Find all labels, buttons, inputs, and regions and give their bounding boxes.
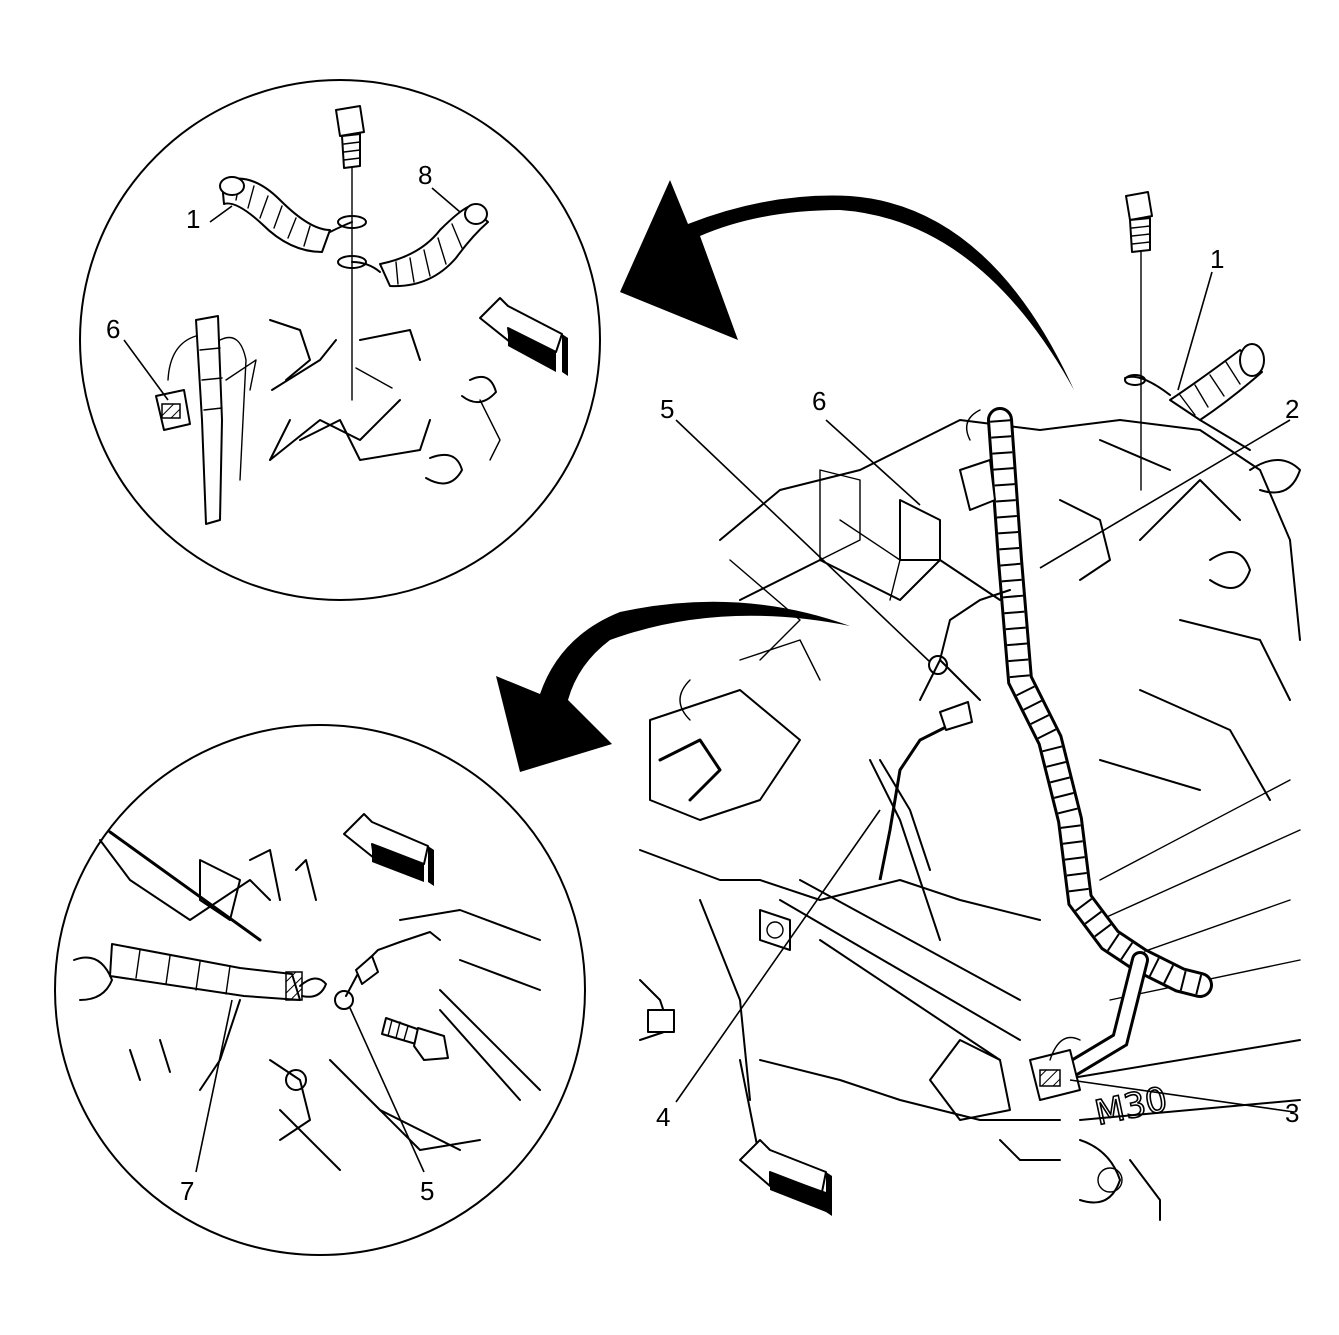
front-arrow-bottom-inset: [343, 813, 434, 886]
ground-strap-7-bottom-inset: [109, 943, 327, 1001]
callout-2-main: 2: [1285, 394, 1299, 424]
curved-arrow-to-bottom-inset: [496, 601, 850, 772]
battery-cable-8-top-inset: [351, 203, 489, 288]
callout-6-top-inset: 6: [106, 314, 120, 344]
top-inset-detail: 1 8 6: [79, 79, 601, 601]
callout-8-top-inset: 8: [418, 160, 432, 190]
callout-5-bottom-inset: 5: [420, 1176, 434, 1206]
curved-arrow-to-top-inset: [620, 180, 1074, 390]
front-arrow-main: [739, 1139, 832, 1216]
battery-cable-1-top-inset: [219, 176, 353, 253]
callout-3-main: 3: [1285, 1098, 1299, 1128]
bolt-top-inset: [335, 105, 367, 401]
engine-lines-top-inset: [269, 319, 501, 485]
ground-wire-5-bottom-inset: [334, 931, 441, 1010]
bottom-inset-detail: 7 5: [54, 724, 586, 1256]
bolt-bottom-inset: [381, 1017, 449, 1061]
ground-strap-cable: [878, 701, 973, 881]
battery-cable-main: [1124, 343, 1265, 421]
callout-5-main: 5: [660, 394, 674, 424]
callout-4-main: 4: [656, 1102, 670, 1132]
main-view: M30 5 6 1 2 3 4: [639, 191, 1301, 1221]
ground-wire-main: [928, 589, 1011, 675]
transmission-body: [639, 419, 1301, 1221]
callout-6-main: 6: [812, 386, 826, 416]
callout-7-bottom-inset: 7: [180, 1176, 194, 1206]
main-wiring-harness: [869, 407, 1213, 1101]
callout-1-top-inset: 1: [186, 204, 200, 234]
front-arrow-top-inset: [479, 297, 568, 376]
harness-top-inset: [155, 315, 257, 525]
bolt-main: [1125, 191, 1153, 491]
callout-1-main: 1: [1210, 244, 1224, 274]
transmission-stamp: M30: [1092, 1080, 1171, 1134]
leader-lines-main: [675, 271, 1295, 1113]
engine-lines-bottom-inset: [73, 830, 541, 1171]
mount-stud: [759, 909, 791, 951]
